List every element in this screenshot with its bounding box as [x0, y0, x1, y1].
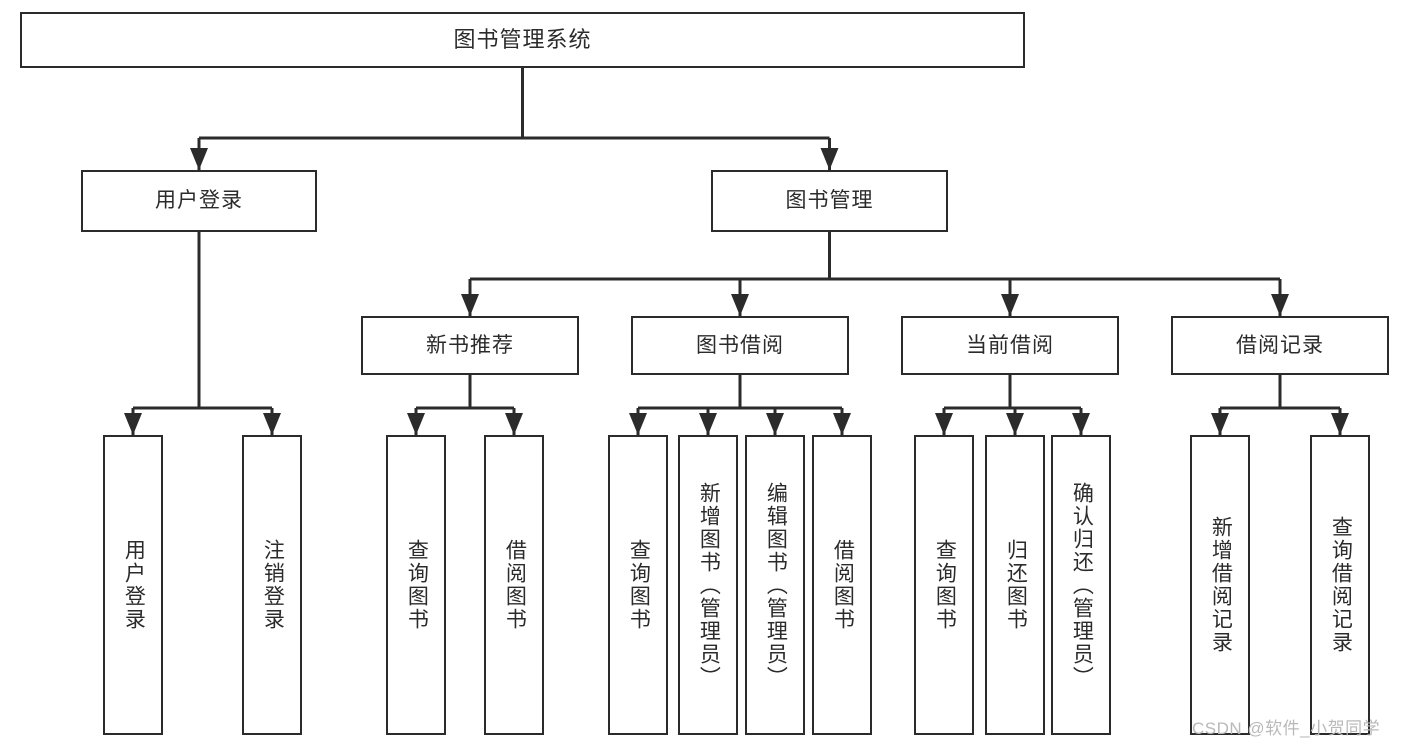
- arrow-head-icon: [833, 413, 851, 435]
- node-label: 借阅图书: [831, 539, 855, 631]
- node-leaf-query-book-1[interactable]: 查询图书: [386, 435, 446, 735]
- node-borrow-record[interactable]: 借阅记录: [1171, 316, 1389, 375]
- node-leaf-return-book[interactable]: 归还图书: [985, 435, 1045, 735]
- arrow-head-icon: [1211, 413, 1229, 435]
- node-leaf-user-login[interactable]: 用户登录: [103, 435, 163, 735]
- node-new-book-rec[interactable]: 新书推荐: [361, 316, 579, 375]
- arrow-head-icon: [699, 413, 717, 435]
- arrow-head-icon: [820, 148, 839, 170]
- node-label: 新书推荐: [426, 333, 514, 357]
- node-label: 用户登录: [155, 189, 243, 213]
- node-leaf-query-book-2[interactable]: 查询图书: [608, 435, 668, 735]
- arrow-head-icon: [263, 413, 281, 435]
- node-leaf-query-record[interactable]: 查询借阅记录: [1310, 435, 1370, 735]
- node-label: 查询图书: [405, 539, 429, 631]
- node-book-borrow[interactable]: 图书借阅: [631, 316, 849, 375]
- node-leaf-query-book-3[interactable]: 查询图书: [914, 435, 974, 735]
- node-label: 查询借阅记录: [1329, 516, 1353, 654]
- arrow-head-icon: [1072, 413, 1090, 435]
- node-label: 查询图书: [933, 539, 957, 631]
- arrow-head-icon: [407, 413, 425, 435]
- node-label: 借阅图书: [503, 539, 527, 631]
- arrow-head-icon: [190, 148, 208, 170]
- arrow-head-icon: [461, 294, 479, 316]
- arrow-head-icon: [1271, 294, 1289, 316]
- node-label: 注销登录: [261, 539, 285, 631]
- node-leaf-add-book[interactable]: 新增图书（管理员）: [678, 435, 738, 735]
- node-label: 当前借阅: [966, 333, 1054, 357]
- node-leaf-add-record[interactable]: 新增借阅记录: [1190, 435, 1250, 735]
- node-book-manage[interactable]: 图书管理: [711, 170, 948, 232]
- arrow-head-icon: [1001, 294, 1019, 316]
- node-label: 借阅记录: [1236, 333, 1324, 357]
- node-leaf-user-logout[interactable]: 注销登录: [242, 435, 302, 735]
- node-label: 图书管理: [785, 189, 874, 213]
- node-leaf-edit-book[interactable]: 编辑图书（管理员）: [745, 435, 805, 735]
- node-leaf-confirm-return[interactable]: 确认归还（管理员）: [1051, 435, 1111, 735]
- node-label: 图书借阅: [696, 333, 784, 357]
- node-label: 用户登录: [122, 539, 146, 631]
- arrow-head-icon: [124, 413, 142, 435]
- node-leaf-borrow-book-1[interactable]: 借阅图书: [484, 435, 544, 735]
- node-label: 查询图书: [627, 539, 651, 631]
- node-root[interactable]: 图书管理系统: [20, 12, 1025, 68]
- arrow-head-icon: [629, 413, 647, 435]
- arrow-head-icon: [731, 294, 749, 316]
- node-label: 图书管理系统: [453, 26, 592, 52]
- node-label: 确认归还（管理员）: [1070, 481, 1094, 689]
- node-current-borrow[interactable]: 当前借阅: [901, 316, 1119, 375]
- node-label: 新增图书（管理员）: [697, 481, 721, 689]
- arrow-head-icon: [505, 413, 523, 435]
- node-user-login[interactable]: 用户登录: [81, 170, 317, 232]
- arrow-head-icon: [1006, 413, 1024, 435]
- arrow-head-icon: [1331, 413, 1349, 435]
- arrow-head-icon: [766, 413, 784, 435]
- node-label: 归还图书: [1004, 539, 1028, 631]
- node-label: 编辑图书（管理员）: [764, 481, 788, 689]
- node-label: 新增借阅记录: [1209, 516, 1233, 654]
- arrow-head-icon: [935, 413, 953, 435]
- node-leaf-borrow-book-2[interactable]: 借阅图书: [812, 435, 872, 735]
